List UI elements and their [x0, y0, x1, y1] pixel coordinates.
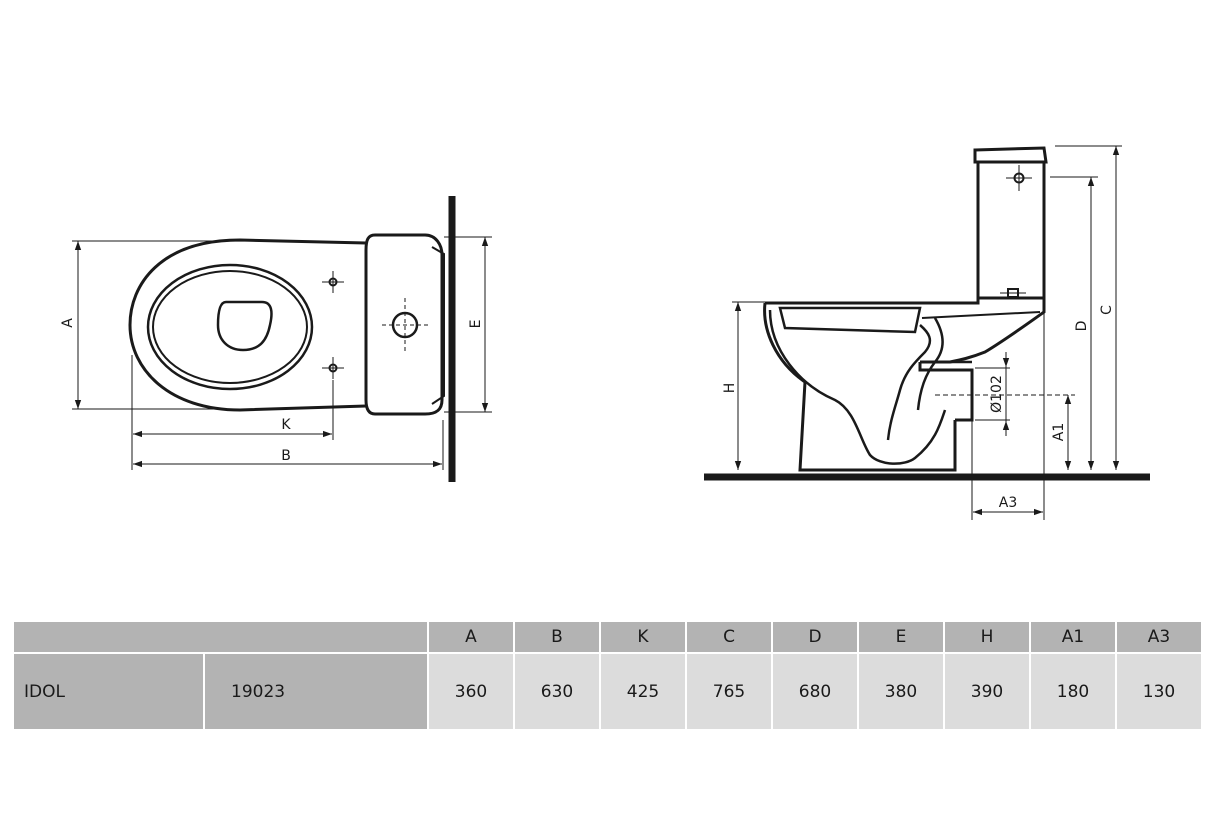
bowl-rim-inner [152, 270, 308, 384]
header-a3: A3 [1117, 622, 1201, 652]
cistern-lid [973, 146, 1048, 164]
cistern-body [976, 160, 1046, 300]
value-a1: 180 [1031, 654, 1115, 729]
dimensions-table: A B K C D E H A1 A3 IDOL 19023 360 630 4… [12, 620, 1203, 731]
label-a3: A3 [999, 495, 1017, 511]
label-e: E [468, 320, 484, 329]
model-code: 19023 [205, 654, 427, 729]
value-d: 680 [773, 654, 857, 729]
label-h: H [722, 383, 738, 394]
label-d: D [1074, 321, 1090, 332]
bowl-outline-top [128, 238, 367, 412]
value-c: 765 [687, 654, 771, 729]
label-c: C [1099, 305, 1115, 315]
value-a3: 130 [1117, 654, 1201, 729]
value-b: 630 [515, 654, 599, 729]
trap-channel [886, 324, 932, 441]
bowl-rim-outer [146, 263, 314, 391]
bowl-water-outlet [216, 300, 273, 352]
value-a: 360 [429, 654, 513, 729]
table-row: IDOL 19023 360 630 425 765 680 380 390 1… [14, 654, 1201, 729]
header-h: H [945, 622, 1029, 652]
technical-drawing: A E K B [60, 145, 1150, 520]
value-h: 390 [945, 654, 1029, 729]
top-view [72, 196, 492, 482]
header-blank [14, 622, 427, 652]
header-c: C [687, 622, 771, 652]
label-b: B [281, 448, 291, 464]
model-name: IDOL [14, 654, 203, 729]
label-pipe: Ø102 [989, 375, 1005, 413]
header-d: D [773, 622, 857, 652]
side-view [704, 145, 1150, 520]
value-k: 425 [601, 654, 685, 729]
header-a: A [429, 622, 513, 652]
label-a: A [60, 318, 76, 328]
label-k: K [281, 417, 291, 433]
table-header-row: A B K C D E H A1 A3 [14, 622, 1201, 652]
header-e: E [859, 622, 943, 652]
tank-outline-top [364, 233, 444, 416]
header-a1: A1 [1031, 622, 1115, 652]
header-b: B [515, 622, 599, 652]
value-e: 380 [859, 654, 943, 729]
label-a1: A1 [1051, 423, 1067, 441]
header-k: K [601, 622, 685, 652]
bowl-inner-side [778, 306, 922, 334]
